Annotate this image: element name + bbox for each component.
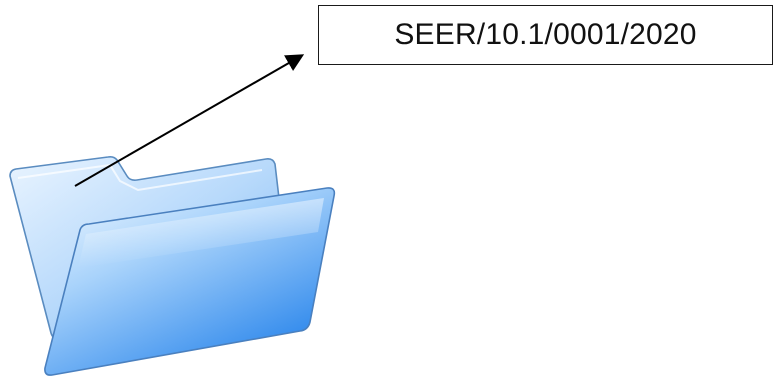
folder-back-highlight	[17, 163, 263, 192]
folder-front-shine	[78, 198, 324, 268]
reference-label-box: SEER/10.1/0001/2020	[318, 5, 773, 65]
arrow-icon	[74, 54, 305, 187]
reference-label-text: SEER/10.1/0001/2020	[394, 18, 697, 51]
folder-icon	[9, 156, 336, 376]
